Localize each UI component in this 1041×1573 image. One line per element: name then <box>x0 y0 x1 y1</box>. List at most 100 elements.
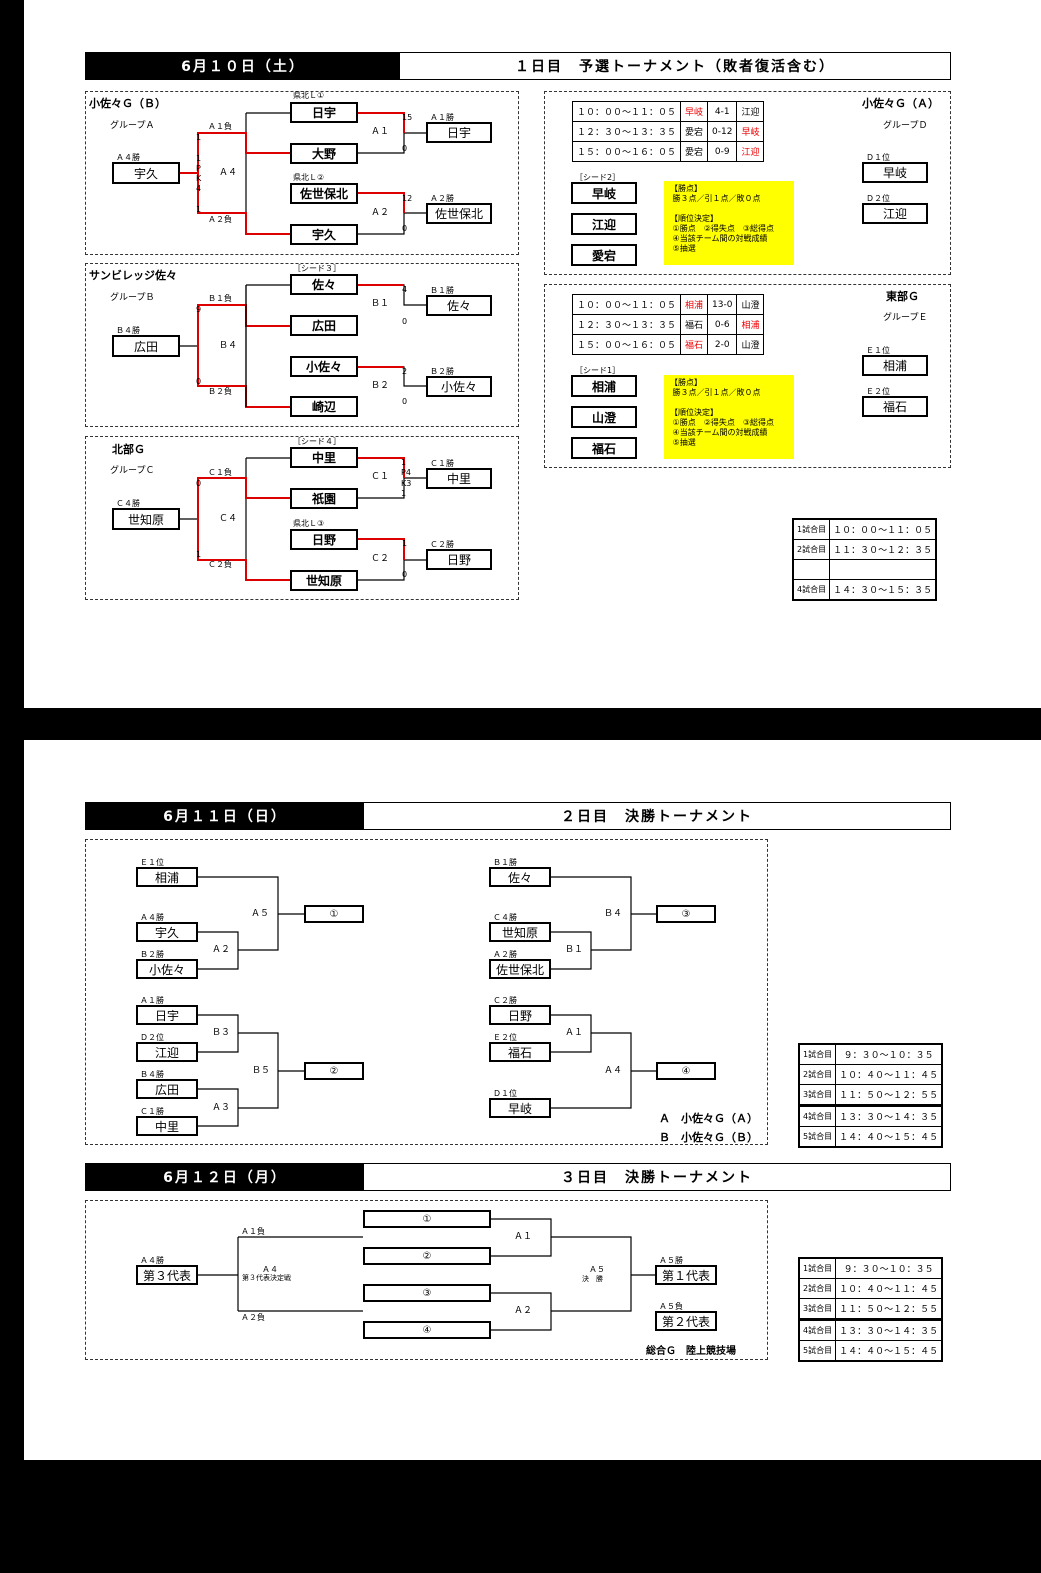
slot-label: 3試合目 <box>798 1084 837 1106</box>
group-e-seed: ［シード1］ <box>575 366 621 375</box>
day1-title: １日目 予選トーナメント（敗者復活含む） <box>515 59 835 75</box>
home-team: 相浦 <box>680 294 709 315</box>
day2-right-match-a1: Ａ１ <box>565 1028 584 1038</box>
slot-time: １１：３０～１２：３５ <box>829 539 937 560</box>
slot-label: 1試合目 <box>792 518 831 540</box>
group-c-c2-winner: 日野 <box>426 549 492 570</box>
group-a-a4-score-2: 1 <box>196 154 202 163</box>
away-team: 江迎 <box>736 141 765 162</box>
group-c-c4-top: 0 <box>196 479 202 488</box>
day2-left-match-a2: Ａ２ <box>212 945 231 955</box>
group-d-rank2-label: Ｄ２位 <box>866 194 890 203</box>
slot-time: １０：４０～１１：４５ <box>835 1064 943 1085</box>
table-row: １５：００～１６：０５ 福石 2-0 山澄 <box>571 334 765 355</box>
group-a-a4-label: Ａ４ <box>219 168 238 178</box>
group-c-c4win-label: Ｃ４勝 <box>116 499 140 508</box>
day2-right-team-4: 日野 <box>489 1005 551 1025</box>
group-d-rank1-label: Ｄ１位 <box>866 153 890 162</box>
slot-label: 2試合目 <box>798 1064 837 1085</box>
group-b-team-3: 小佐々 <box>290 356 358 377</box>
day2-header: 6月１１日（日） ２日目 決勝トーナメント <box>85 802 951 830</box>
home-team: 福石 <box>680 334 709 355</box>
group-a-a4-score-6: 1 <box>196 205 202 214</box>
match-score: 4-1 <box>707 101 738 122</box>
day2-right-match-a4: Ａ４ <box>604 1066 623 1076</box>
group-b-team-2: 広田 <box>290 315 358 336</box>
group-c-frame <box>85 436 519 600</box>
day2-left-match-b5: Ｂ５ <box>252 1066 271 1076</box>
slot-label: 5試合目 <box>798 1340 837 1362</box>
group-c-c4-bot: 1 <box>196 550 202 559</box>
group-a-a4win-label: Ａ４勝 <box>116 153 140 162</box>
away-team: 早岐 <box>736 121 765 142</box>
day3-a1-label: Ａ１ <box>514 1232 533 1242</box>
group-d-team-1: 早岐 <box>571 182 637 204</box>
group-e-first: 相浦 <box>862 355 928 376</box>
group-a-a2-winner: 佐世保北 <box>426 203 492 224</box>
day2-right-tag-1: Ｂ１勝 <box>493 858 517 867</box>
group-a-a4-score-1: 1 <box>196 133 202 142</box>
group-a-a1lose: Ａ１負 <box>208 122 232 131</box>
group-a-name: 小佐々Ｇ（Ｂ） <box>89 97 166 110</box>
group-a-tag1: 県北Ｌ① <box>293 91 325 100</box>
day2-left-tag-5: Ｄ２位 <box>140 1033 164 1042</box>
group-e-rules: 【勝点】 勝３点／引１点／敗０点 【順位決定】 ①勝点 ②得失点 ③総得点 ④当… <box>664 375 794 459</box>
day2-right-team-1: 佐々 <box>489 867 551 887</box>
slot-label <box>792 559 831 580</box>
match-score: 0-12 <box>707 121 738 142</box>
day2-right-team-5: 福石 <box>489 1042 551 1062</box>
group-a-a4-score-5: 4 <box>196 184 202 193</box>
table-row: １２：３０～１３：３５ 福石 0-6 相浦 <box>571 314 765 335</box>
group-a-m2-bot: 0 <box>402 224 408 233</box>
day2-right-team-6: 早岐 <box>489 1098 551 1118</box>
day3-a2-label: Ａ２ <box>514 1306 533 1316</box>
table-row <box>792 559 937 580</box>
table-row: １５：００～１６：０５ 愛宕 0-9 江迎 <box>571 141 765 162</box>
day2-right-match-b4: Ｂ４ <box>604 909 623 919</box>
group-b-b2-winner: 小佐々 <box>426 376 492 397</box>
group-c-m1-s2: P4 <box>401 468 411 477</box>
group-a-a1win-label: Ａ１勝 <box>430 113 454 122</box>
day2-left-team-5: 江迎 <box>136 1042 198 1062</box>
group-a-m1-bot: 0 <box>402 144 408 153</box>
group-a-a4-score-3: P <box>196 164 201 173</box>
day3-a4-sub: 第３代表決定戦 <box>242 1274 291 1282</box>
group-b-b4-winner: 広田 <box>112 335 180 357</box>
group-a-a2-label: Ａ２ <box>371 208 390 218</box>
day3-title: ３日目 決勝トーナメント <box>561 1170 753 1186</box>
group-a-frame <box>85 91 519 255</box>
slot-time: １３：３０～１４：３５ <box>835 1319 943 1341</box>
group-b-b4-bot: 0 <box>196 377 202 386</box>
day2-right-tag-2: Ｃ４勝 <box>493 913 517 922</box>
day3-slot-3: ③ <box>363 1284 491 1302</box>
match-time: １５：００～１６：０５ <box>571 141 682 162</box>
group-b-team-1: 佐々 <box>290 274 358 295</box>
group-e-name: 東部Ｇ <box>886 290 919 303</box>
group-c-c1-winner: 中里 <box>426 468 492 489</box>
group-b-team-4: 崎辺 <box>290 396 358 417</box>
home-team: 早岐 <box>680 101 709 122</box>
group-b-b1-winner: 佐々 <box>426 295 492 316</box>
day3-a5win-label: Ａ５勝 <box>659 1256 683 1265</box>
group-c-name: 北部Ｇ <box>112 443 145 456</box>
match-time: １５：００～１６：０５ <box>571 334 682 355</box>
day2-result-2: ② <box>304 1062 364 1080</box>
slot-label: 4試合目 <box>792 579 831 601</box>
group-a-team-3: 佐世保北 <box>290 183 358 204</box>
group-c-m1-s1: 1 <box>401 458 407 467</box>
group-d-team-2: 江迎 <box>571 213 637 235</box>
day2-left-team-7: 中里 <box>136 1116 198 1136</box>
group-a-a1-label: Ａ１ <box>371 127 390 137</box>
day2-left-match-a3: Ａ３ <box>212 1103 231 1113</box>
group-d-second: 江迎 <box>862 203 928 224</box>
day2-result-1: ① <box>304 905 364 923</box>
match-score: 0-6 <box>707 314 738 335</box>
group-c-tag2: 県北Ｌ③ <box>293 519 325 528</box>
day2-venue-b: Ｂ 小佐々Ｇ（Ｂ） <box>659 1131 758 1144</box>
group-c-team-4: 世知原 <box>290 570 358 591</box>
home-team: 愛宕 <box>680 141 709 162</box>
